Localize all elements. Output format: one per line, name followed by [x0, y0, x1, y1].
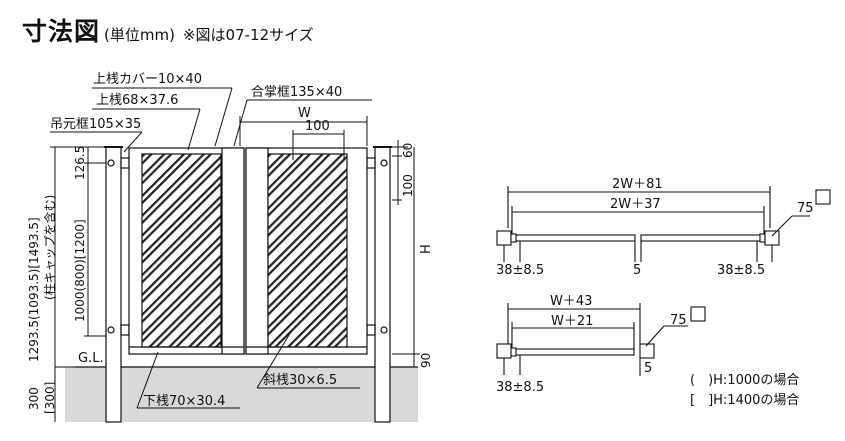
legend-bracket: [ ]H:1400の場合	[690, 393, 799, 408]
right-leaf-lattice	[267, 153, 348, 348]
plan-double-post-size: 75	[797, 201, 814, 216]
dim-height: H	[419, 244, 434, 254]
scale-note: ※図は07-12サイズ	[182, 26, 314, 44]
label-diagonal-slat: 斜桟30×6.5	[263, 373, 337, 388]
plan-view-single	[496, 303, 706, 376]
dim-embed-depth-bracket: [300]	[43, 382, 57, 414]
page-title: 寸法図	[22, 17, 101, 46]
hinge-pin-right-top	[380, 159, 388, 167]
dim-top-offset: 60	[401, 143, 415, 158]
plan-double-right-offset: 38±8.5	[717, 263, 765, 278]
label-hinge-frame: 吊元框105×35	[50, 117, 141, 132]
left-meeting-stile	[221, 147, 245, 355]
dim-slat-pitch: 100	[305, 119, 330, 134]
legend-paren: ( )H:1000の場合	[690, 373, 799, 388]
dim-top-cap: 126.5	[73, 146, 87, 180]
title-row: 寸法図(単位mm) ※図は07-12サイズ	[22, 12, 314, 46]
dim-hinge-span: 1000(800)[1200]	[73, 219, 87, 322]
plan-single-leaf	[511, 348, 635, 356]
plan-single-left-post	[496, 343, 512, 359]
label-bottom-rail: 下桟70×30.4	[143, 394, 225, 409]
dim-slat-height: 100	[401, 174, 415, 197]
hinge-pin-left-bottom	[107, 326, 115, 334]
hinge-pin-left-top	[107, 159, 115, 167]
ground-level-label: G.L.	[78, 351, 104, 366]
label-top-rail-cover: 上桟カバー10×40	[93, 72, 202, 87]
plan-single-post-size: 75	[670, 313, 687, 328]
left-post	[105, 146, 122, 423]
left-leaf-lattice	[141, 153, 222, 348]
plan-double-right-leaf	[640, 234, 765, 242]
front-view	[50, 87, 420, 423]
dim-embed-depth: 300	[27, 387, 41, 410]
hinge-top-left	[120, 157, 130, 169]
unit-label: (単位mm)	[104, 26, 175, 44]
plan-double-left-leaf	[511, 234, 636, 242]
label-top-rail: 上桟68×37.6	[96, 93, 178, 108]
hinge-top-right	[366, 157, 376, 169]
plan-single-left-offset: 38±8.5	[496, 380, 544, 395]
plan-double-left-offset: 38±8.5	[496, 263, 544, 278]
plan-double-right-post	[764, 230, 780, 246]
right-post	[374, 146, 391, 423]
ground-area	[65, 367, 418, 422]
plan-double-left-post	[496, 230, 512, 246]
hinge-bottom-right	[366, 324, 376, 336]
dim-post-total: 1293.5(1093.5)[1493.5]	[27, 217, 41, 362]
right-meeting-stile	[245, 147, 269, 355]
label-meeting-frame: 合掌框135×40	[251, 85, 342, 100]
hinge-pin-right-bottom	[380, 326, 388, 334]
dim-width: W	[298, 106, 311, 121]
plan-single-right-post	[639, 343, 655, 359]
plan-single-gap: 5	[644, 361, 652, 376]
plan-view-double	[496, 186, 831, 262]
plan-double-center-gap: 5	[633, 263, 641, 278]
plan-single-inner-width: W＋21	[551, 314, 593, 329]
dim-post-total-note: (柱キャップを含む)	[42, 195, 57, 300]
plan-double-inner-width: 2W＋37	[610, 197, 661, 212]
dim-ground-clearance: 90	[419, 353, 433, 368]
hinge-bottom-left	[120, 324, 130, 336]
plan-single-outer-width: W＋43	[550, 294, 592, 309]
plan-double-outer-width: 2W＋81	[612, 177, 663, 192]
